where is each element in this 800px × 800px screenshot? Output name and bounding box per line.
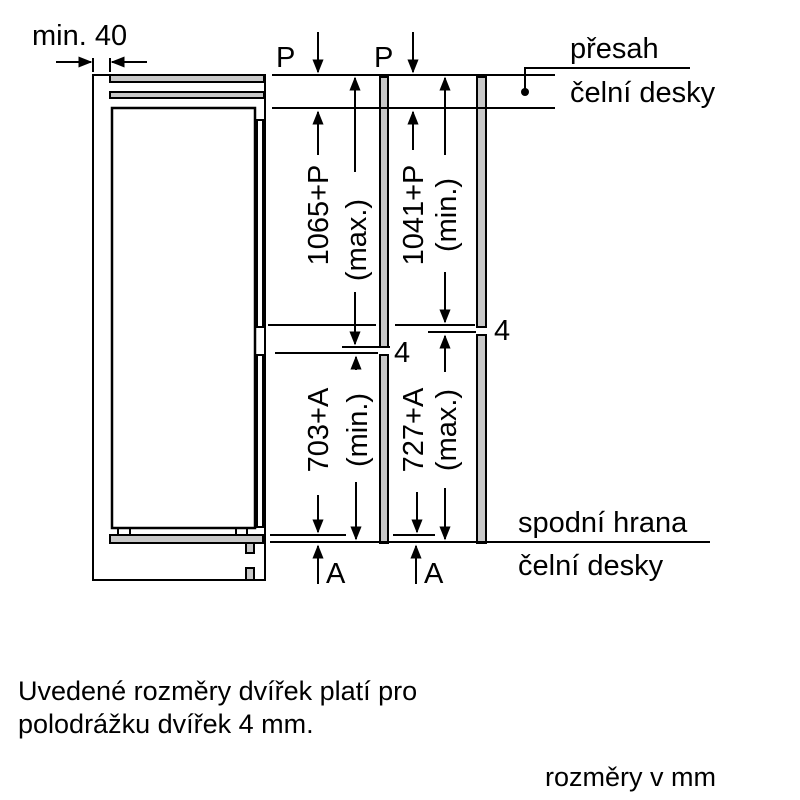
bottom-strip (109, 534, 264, 544)
a-label-1: A (326, 558, 346, 590)
cabinet (92, 74, 266, 581)
p-label-2: P (374, 42, 393, 74)
appliance-body (110, 106, 257, 530)
a-label-2: A (424, 558, 444, 590)
door-panel-top-2 (476, 76, 487, 328)
overlap-marker-dot (521, 88, 529, 96)
note-line1: Uvedené rozměry dvířek platí pro (18, 676, 417, 706)
top-strip-1 (109, 74, 265, 83)
p-label-1: P (276, 42, 295, 74)
bottom-edge-label-line1: spodní hrana (518, 507, 688, 539)
top-door-max-value: 1065+P (303, 165, 335, 266)
bottom-door-min-value: 703+A (303, 387, 335, 472)
bottom-door-min-qual: (min.) (342, 393, 374, 467)
overlap-label-line1: přesah (570, 33, 659, 65)
top-door-max-qual: (max.) (341, 199, 373, 281)
note-line2: polodrážku dvířek 4 mm. (18, 709, 314, 739)
bottom-door-max-value: 727+A (398, 387, 430, 472)
bottom-edge-label-line2: čelní desky (518, 550, 664, 582)
door-panel-bottom-1 (379, 354, 389, 544)
overlap-label-line2: čelní desky (570, 77, 716, 109)
top-door-min-qual: (min.) (431, 178, 463, 252)
gap-label-2: 4 (494, 315, 510, 347)
top-door-min-value: 1041+P (398, 165, 430, 266)
top-strip-2 (109, 91, 265, 99)
gap-label-1: 4 (394, 337, 410, 369)
bottom-door-max-qual: (max.) (431, 389, 463, 471)
units-note: rozměry v mm (545, 762, 716, 792)
min-gap-label: min. 40 (32, 20, 127, 52)
door-panel-bottom-2 (476, 334, 487, 544)
door-panel-top-1 (379, 76, 389, 348)
